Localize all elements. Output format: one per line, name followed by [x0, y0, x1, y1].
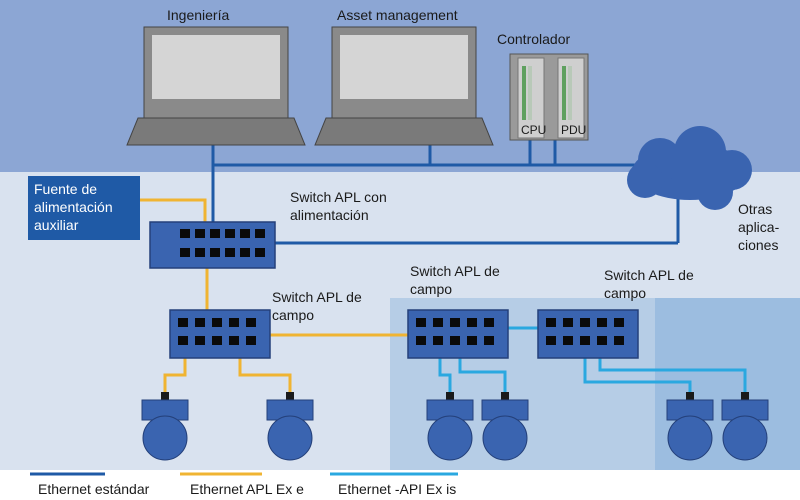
switch-port — [580, 318, 590, 327]
switch-port — [614, 318, 624, 327]
switch-field3-label-line1: Switch APL de — [604, 267, 694, 283]
switch-port — [255, 248, 265, 257]
switch-port — [210, 229, 220, 238]
switch-port — [450, 336, 460, 345]
switch-port — [178, 318, 188, 327]
field-devices — [141, 392, 769, 461]
switch-port — [180, 229, 190, 238]
switch-port — [433, 318, 443, 327]
switch-port — [210, 248, 220, 257]
asset-management-laptop-icon — [314, 26, 494, 146]
switch-port — [195, 229, 205, 238]
switch-port — [195, 336, 205, 345]
field-device-icon — [141, 392, 189, 461]
switch-port — [240, 229, 250, 238]
switch-power-label-line2: alimentación — [290, 207, 369, 223]
switch-apl-field-1 — [169, 309, 271, 359]
field-device-icon — [481, 392, 529, 461]
switch-apl-field-2 — [407, 309, 509, 359]
switch-port — [195, 248, 205, 257]
legend-label-apl-ex-e: Ethernet APL Ex e — [190, 481, 304, 497]
pdu-label: PDU — [561, 123, 586, 137]
switch-port — [484, 318, 494, 327]
legend: Ethernet estándar Ethernet APL Ex e Ethe… — [30, 472, 458, 497]
switch-port — [255, 229, 265, 238]
cpu-label: CPU — [521, 123, 546, 137]
ethernet-standard-lines — [211, 140, 680, 245]
switch-field1-label-line2: campo — [272, 307, 314, 323]
other-apps-label-line1: Otras — [738, 201, 772, 217]
switch-field2-label-line2: campo — [410, 281, 452, 297]
aux-power-supply-box — [28, 176, 140, 240]
switch-field2-label-line1: Switch APL de — [410, 263, 500, 279]
cloud-icon — [627, 126, 752, 210]
switch-port — [416, 318, 426, 327]
ethernet-apl-ex-e-lines — [140, 198, 408, 400]
switch-apl-field-3 — [537, 309, 639, 359]
switch-port — [246, 336, 256, 345]
switch-port — [597, 336, 607, 345]
switch-port — [563, 336, 573, 345]
aux-power-label-line3: auxiliar — [34, 217, 79, 233]
controller-icon — [509, 53, 589, 141]
ethernet-apl-ex-is-lines — [438, 326, 747, 400]
switch-port — [225, 229, 235, 238]
engineering-laptop-icon — [126, 26, 306, 146]
field-device-icon — [426, 392, 474, 461]
switch-port — [195, 318, 205, 327]
switch-port — [225, 248, 235, 257]
field-device-icon — [266, 392, 314, 461]
other-apps-label-line2: aplica- — [738, 219, 780, 235]
switch-field1-label-line1: Switch APL de — [272, 289, 362, 305]
controller-label: Controlador — [497, 31, 570, 47]
switch-port — [178, 336, 188, 345]
switch-port — [433, 336, 443, 345]
field-device-icon — [666, 392, 714, 461]
switch-port — [546, 318, 556, 327]
switch-port — [180, 248, 190, 257]
switch-apl-power — [149, 221, 276, 269]
switch-port — [229, 318, 239, 327]
other-apps-label-line3: ciones — [738, 237, 778, 253]
switch-port — [246, 318, 256, 327]
switch-port — [212, 318, 222, 327]
switch-port — [614, 336, 624, 345]
asset-management-label: Asset management — [337, 7, 458, 23]
engineering-label: Ingeniería — [167, 7, 229, 23]
switch-port — [484, 336, 494, 345]
switch-port — [546, 336, 556, 345]
field-device-icon — [721, 392, 769, 461]
switch-port — [212, 336, 222, 345]
switch-port — [240, 248, 250, 257]
switch-port — [450, 318, 460, 327]
switch-port — [467, 318, 477, 327]
aux-power-label-line2: alimentación — [34, 199, 113, 215]
switch-port — [467, 336, 477, 345]
switch-port — [563, 318, 573, 327]
aux-power-label-line1: Fuente de — [34, 181, 97, 197]
legend-label-standard: Ethernet estándar — [38, 481, 150, 497]
switch-port — [229, 336, 239, 345]
switch-power-label-line1: Switch APL con — [290, 189, 387, 205]
switch-field3-label-line2: campo — [604, 285, 646, 301]
switch-port — [416, 336, 426, 345]
legend-label-apl-ex-is: Ethernet -API Ex is — [338, 481, 456, 497]
switch-port — [580, 336, 590, 345]
switch-port — [597, 318, 607, 327]
